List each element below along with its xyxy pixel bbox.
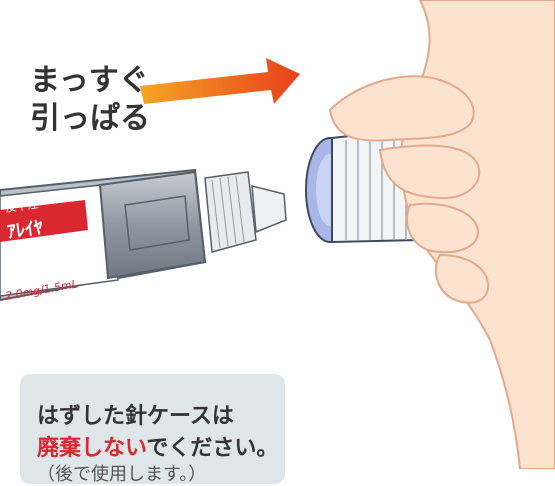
note-line-2: 廃棄しないでください。	[37, 430, 278, 462]
pen-label-band-text: 皮下注	[4, 197, 39, 215]
illustration: 皮下注 ｱﾚｲﾔ 2.0mg/1.5mL	[0, 0, 555, 469]
pen-injector: 皮下注 ｱﾚｲﾔ 2.0mg/1.5mL	[0, 168, 287, 303]
instruction-line-2: 引っぱる	[30, 101, 150, 136]
hand	[328, 0, 555, 469]
instruction-line-1: まっすぐ	[30, 63, 149, 98]
note-highlight-text: 廃棄しない	[37, 436, 147, 461]
pen-label-brand-text: ｱﾚｲﾔ	[6, 217, 45, 243]
note-line-1: はずした針ケースは	[37, 404, 234, 429]
pull-direction-arrow-icon	[140, 58, 300, 104]
note-line-2-rest: でください。	[146, 436, 279, 461]
note-box: はずした針ケースは 廃棄しないでください。 （後で使用します。）	[20, 374, 285, 485]
instruction-text: まっすぐ 引っぱる	[30, 62, 150, 138]
note-line-3: （後で使用します。）	[37, 464, 207, 485]
